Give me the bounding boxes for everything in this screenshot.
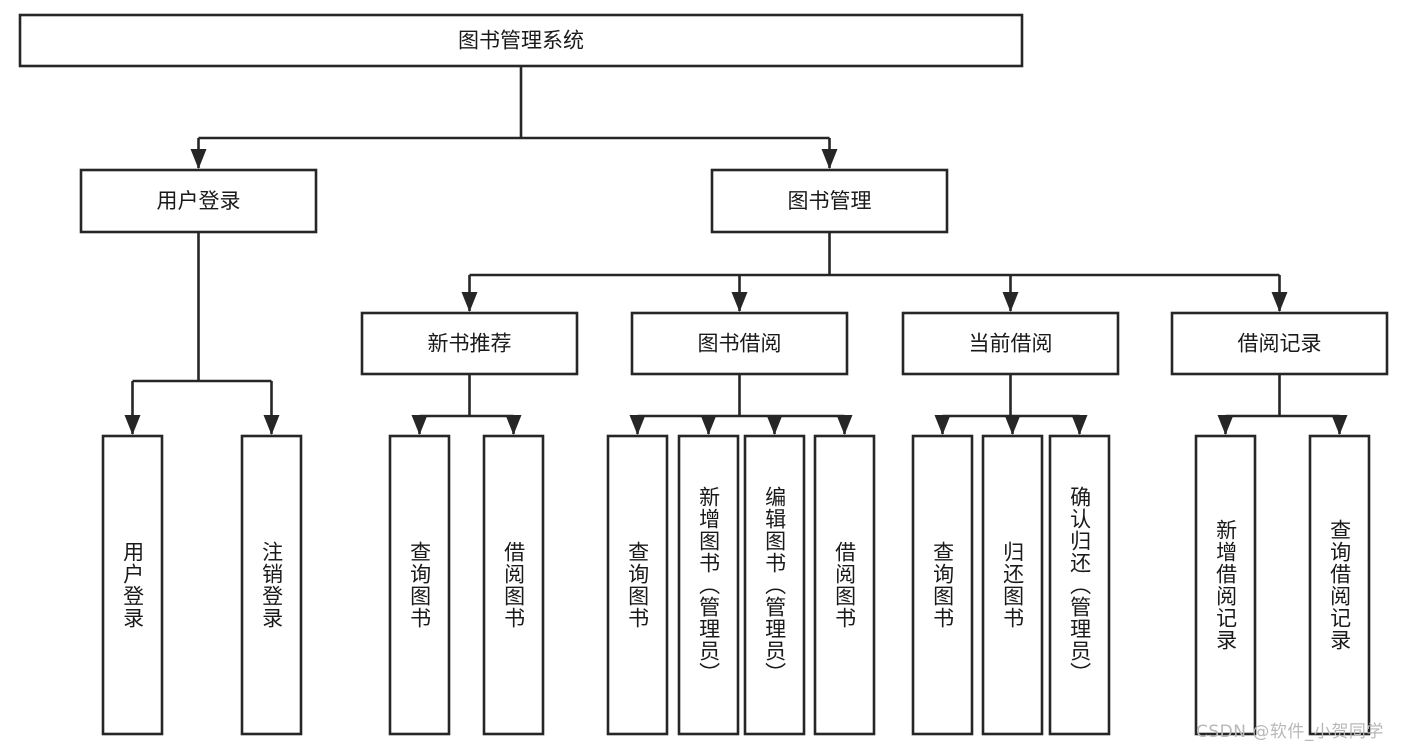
arrow-head-icon	[190, 149, 207, 169]
node-box-leaf-user-login[interactable]	[101, 434, 164, 736]
node-box-leaf-query-book-2[interactable]	[606, 434, 669, 736]
node-label-user-login: 用户登录	[157, 189, 241, 213]
arrow-head-icon	[1331, 415, 1348, 435]
arrow-head-icon	[836, 415, 853, 435]
arrow-head-icon	[1004, 415, 1021, 435]
connector-lines	[124, 66, 1348, 435]
arrow-head-icon	[731, 292, 748, 312]
node-box-leaf-borrow-book-2[interactable]	[813, 434, 876, 736]
node-label-book-borrow: 图书借阅	[698, 332, 782, 356]
node-box-leaf-user-logout[interactable]	[240, 434, 303, 736]
node-box-user-login[interactable]	[79, 168, 318, 234]
arrow-head-icon	[1002, 292, 1019, 312]
node-box-new-book-rec[interactable]	[360, 311, 579, 376]
node-box-book-borrow[interactable]	[630, 311, 849, 376]
node-box-borrow-record[interactable]	[1170, 311, 1389, 376]
arrow-head-icon	[629, 415, 646, 435]
node-box-current-borrow[interactable]	[901, 311, 1120, 376]
arrow-head-icon	[411, 415, 428, 435]
arrow-head-icon	[1071, 415, 1088, 435]
node-label-book-manage: 图书管理	[788, 189, 872, 213]
node-box-leaf-confirm-return[interactable]	[1048, 434, 1111, 736]
arrow-head-icon	[934, 415, 951, 435]
node-box-leaf-borrow-book-1[interactable]	[482, 434, 545, 736]
arrow-head-icon	[821, 149, 838, 169]
node-boxes	[18, 13, 1389, 736]
arrow-head-icon	[263, 415, 280, 435]
node-box-leaf-query-book-1[interactable]	[388, 434, 451, 736]
arrow-head-icon	[505, 415, 522, 435]
arrow-head-icon	[1217, 415, 1234, 435]
node-box-leaf-query-book-3[interactable]	[911, 434, 974, 736]
arrow-head-icon	[700, 415, 717, 435]
node-box-leaf-query-record[interactable]	[1308, 434, 1371, 736]
node-box-leaf-add-record[interactable]	[1194, 434, 1257, 736]
node-label-borrow-record: 借阅记录	[1238, 332, 1322, 356]
arrow-head-icon	[461, 292, 478, 312]
node-box-leaf-return-book[interactable]	[981, 434, 1044, 736]
node-box-root[interactable]	[18, 13, 1024, 68]
node-label-current-borrow: 当前借阅	[969, 332, 1053, 356]
arrow-head-icon	[766, 415, 783, 435]
node-box-leaf-add-book[interactable]	[677, 434, 740, 736]
arrow-head-icon	[124, 415, 141, 435]
node-box-book-manage[interactable]	[710, 168, 949, 234]
node-box-leaf-edit-book[interactable]	[743, 434, 806, 736]
arrow-head-icon	[1271, 292, 1288, 312]
node-label-new-book-rec: 新书推荐	[428, 332, 512, 356]
watermark-credit: CSDN @软件_小贺同学	[1196, 722, 1384, 742]
node-label-root: 图书管理系统	[458, 29, 584, 53]
